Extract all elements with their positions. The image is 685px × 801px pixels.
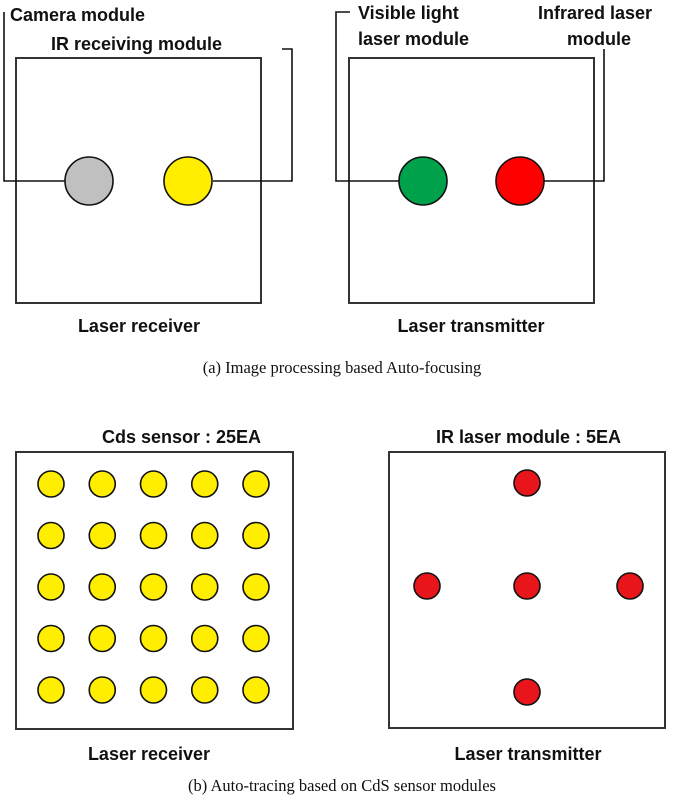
ir-laser-module-title: IR laser module : 5EA (436, 427, 621, 447)
cds-sensor-title: Cds sensor : 25EA (102, 427, 261, 447)
cds-sensor-grid (37, 470, 270, 704)
cds-sensor-circle (139, 624, 168, 653)
cds-sensor-circle (37, 676, 65, 704)
cds-sensor-circle (88, 624, 117, 653)
cds-sensor-circle (242, 470, 270, 498)
visible-light-label-line1: Visible light (358, 3, 459, 23)
cds-sensor-circle (88, 573, 117, 601)
cds-sensor-circle (190, 521, 219, 550)
ir-laser-module-top (513, 469, 541, 497)
ir-receiver-leader-line (213, 48, 293, 182)
laser-receiver-caption-b: Laser receiver (88, 744, 210, 764)
infrared-laser-circle (495, 156, 545, 206)
cds-sensor-circle (37, 573, 65, 601)
ir-receiving-module-circle (163, 156, 213, 206)
laser-transmitter-caption-b: Laser transmitter (454, 744, 601, 764)
panel-a-receiver: Camera module IR receiving module Laser … (3, 5, 293, 336)
ir-laser-module-right (616, 572, 644, 600)
cds-sensor-circle (139, 676, 168, 704)
ir-laser-module-left (413, 572, 441, 600)
cds-sensor-circle (37, 521, 65, 550)
cds-sensor-circle (139, 470, 168, 498)
visible-light-laser-circle (398, 156, 448, 206)
cds-sensor-circle (139, 573, 168, 601)
infrared-laser-label-line2: module (567, 29, 631, 49)
infrared-laser-label-line1: Infrared laser (538, 3, 652, 23)
cds-sensor-circle (242, 521, 270, 550)
cds-sensor-circle (37, 624, 65, 653)
panel-a-transmitter: Visible light laser module Infrared lase… (335, 3, 652, 336)
cds-sensor-circle (88, 470, 117, 498)
cds-sensor-circle (37, 470, 65, 498)
laser-receiver-caption-a: Laser receiver (78, 316, 200, 336)
panel-b-receiver: Cds sensor : 25EA Laser receiver (15, 427, 294, 764)
ir-laser-module-bottom (513, 678, 541, 706)
cds-sensor-circle (190, 573, 219, 601)
cds-sensor-circle (190, 676, 219, 704)
cds-sensor-circle (242, 676, 270, 704)
panel-b-transmitter: IR laser module : 5EA Laser transmitter (388, 427, 666, 764)
cds-sensor-circle (242, 573, 270, 601)
ir-receiving-module-label: IR receiving module (51, 34, 222, 54)
visible-light-label-line2: laser module (358, 29, 469, 49)
transmitter-box-b (388, 451, 666, 729)
cds-sensor-circle (139, 521, 168, 550)
cds-sensor-circle (190, 470, 219, 498)
receiver-box-b (15, 451, 294, 730)
laser-transmitter-caption-a: Laser transmitter (397, 316, 544, 336)
visible-laser-leader-line (335, 11, 399, 182)
cds-sensor-circle (242, 624, 270, 653)
panel-b-caption: (b) Auto-tracing based on CdS sensor mod… (188, 776, 496, 795)
ir-laser-module-center (513, 572, 541, 600)
camera-module-circle (64, 156, 114, 206)
panel-a-caption: (a) Image processing based Auto-focusing (203, 358, 482, 377)
infrared-laser-leader-line (544, 49, 605, 182)
camera-leader-line (3, 12, 65, 182)
cds-sensor-circle (88, 676, 117, 704)
camera-module-label: Camera module (10, 5, 145, 25)
cds-sensor-circle (190, 624, 219, 653)
cds-sensor-circle (88, 521, 117, 550)
